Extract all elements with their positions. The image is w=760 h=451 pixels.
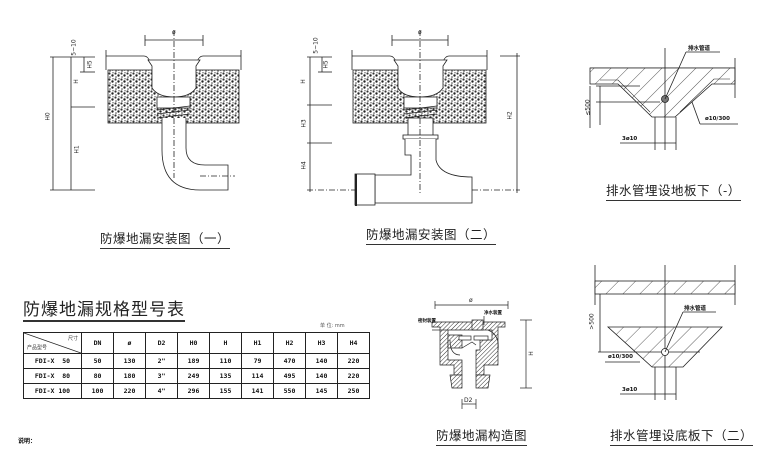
value-cell: 250 [337, 383, 370, 399]
col-header: H [209, 332, 242, 354]
dim-h5-1: H5 [86, 60, 94, 69]
label-pipe-2: 排水管道 [684, 306, 707, 312]
dim-h-1: H [72, 79, 80, 84]
col-header: H2 [273, 332, 306, 354]
dim-h2-2: H2 [506, 111, 514, 120]
value-cell: 50 [81, 353, 114, 369]
value-cell: 145 [305, 383, 338, 399]
dim-d2-structure: D2 [464, 397, 473, 404]
structure-drawing [431, 301, 532, 409]
value-cell: 141 [241, 383, 274, 399]
value-cell: 180 [113, 368, 146, 384]
pipe-under-floor-drawing-2 [594, 265, 736, 400]
label-depth-2: >500 [588, 313, 596, 330]
value-cell: 114 [241, 368, 274, 384]
value-cell: 80 [81, 368, 114, 384]
dim-h-structure: H [527, 351, 535, 356]
dim-h4-2: H4 [300, 161, 308, 170]
value-cell: 249 [177, 368, 210, 384]
value-cell: 130 [113, 353, 146, 369]
value-cell: 2" [145, 353, 178, 369]
value-cell: 4" [145, 383, 178, 399]
notes-label: 说明： [18, 438, 37, 445]
model-cell: FDI-X 50 [23, 353, 82, 369]
value-cell: 220 [113, 383, 146, 399]
dim-h3-2: H3 [300, 119, 308, 128]
value-cell: 189 [177, 353, 210, 369]
install-drawing-2 [307, 30, 520, 206]
table-row: FDI-X 100 100 220 4" 296 155 141 550 145… [23, 383, 370, 399]
pipe-under-floor-drawing-1 [589, 48, 738, 150]
label-rebar-2: ø10/300 [608, 354, 633, 360]
value-cell: 140 [305, 368, 338, 384]
dim-gap-1: 5~10 [70, 39, 78, 56]
value-cell: 495 [273, 368, 306, 384]
value-cell: 470 [273, 353, 306, 369]
table-row: FDI-X 50 50 130 2" 189 110 79 470 140 22… [23, 353, 370, 369]
col-header: H1 [241, 332, 274, 354]
value-cell: 550 [273, 383, 306, 399]
value-cell: 140 [305, 353, 338, 369]
col-header: DN [81, 332, 114, 354]
value-cell: 220 [337, 353, 370, 369]
label-seal: 密封装置 [418, 319, 436, 324]
col-header: H3 [305, 332, 338, 354]
install-drawing-1 [50, 30, 242, 191]
label-pipe-1: 排水管道 [688, 46, 711, 52]
col-header: D2 [145, 332, 178, 354]
dim-h-2: H [299, 79, 307, 84]
dim-h0-1: H0 [44, 112, 52, 121]
caption-install-1: 防爆地漏安装图（一） [100, 228, 231, 249]
caption-pipe-floor-1: 排水管埋设地板下（-） [606, 180, 741, 201]
spec-table: 尺寸 产品型号 DN ø D2 H0 H H1 H2 H3 H4 FDI-X 5… [23, 332, 370, 399]
col-header: H0 [177, 332, 210, 354]
value-cell: 296 [177, 383, 210, 399]
spec-table-unit: 单 位: mm [320, 323, 345, 329]
corner-cell: 尺寸 产品型号 [23, 332, 82, 354]
corner-bottom-label: 产品型号 [27, 345, 48, 351]
caption-structure: 防爆地漏构造图 [436, 425, 528, 446]
label-depth-1: ≤500 [584, 99, 592, 116]
label-filter: 净水装置 [484, 311, 502, 316]
value-cell: 110 [209, 353, 242, 369]
value-cell: 135 [209, 368, 242, 384]
corner-top-label: 尺寸 [67, 336, 78, 342]
value-cell: 220 [337, 368, 370, 384]
dim-gap-2: 5~10 [312, 37, 320, 54]
label-bars-1: 3ø10 [622, 136, 638, 142]
table-row: FDI-X 80 80 180 3" 249 135 114 495 140 2… [23, 368, 370, 384]
label-bars-2: 3ø10 [622, 387, 638, 393]
caption-install-2: 防爆地漏安装图（二） [366, 224, 497, 245]
model-cell: FDI-X 100 [23, 383, 82, 399]
spec-table-title: 防爆地漏规格型号表 [23, 300, 185, 322]
value-cell: 155 [209, 383, 242, 399]
dim-h1-1: H1 [73, 145, 81, 154]
dim-phi-2: ø [418, 29, 422, 36]
caption-pipe-floor-2: 排水管埋设底板下（二） [610, 425, 754, 446]
dim-h5-2: H5 [322, 60, 330, 69]
model-cell: FDI-X 80 [23, 368, 82, 384]
label-rebar-1: ø10/300 [705, 116, 730, 122]
value-cell: 79 [241, 353, 274, 369]
dim-phi-structure: ø [469, 297, 473, 304]
corner-diagonal [24, 333, 81, 353]
value-cell: 3" [145, 368, 178, 384]
col-header: ø [113, 332, 146, 354]
table-header-row: 尺寸 产品型号 DN ø D2 H0 H H1 H2 H3 H4 [23, 332, 370, 354]
value-cell: 100 [81, 383, 114, 399]
col-header: H4 [337, 332, 370, 354]
dim-phi-1: ø [172, 29, 176, 36]
